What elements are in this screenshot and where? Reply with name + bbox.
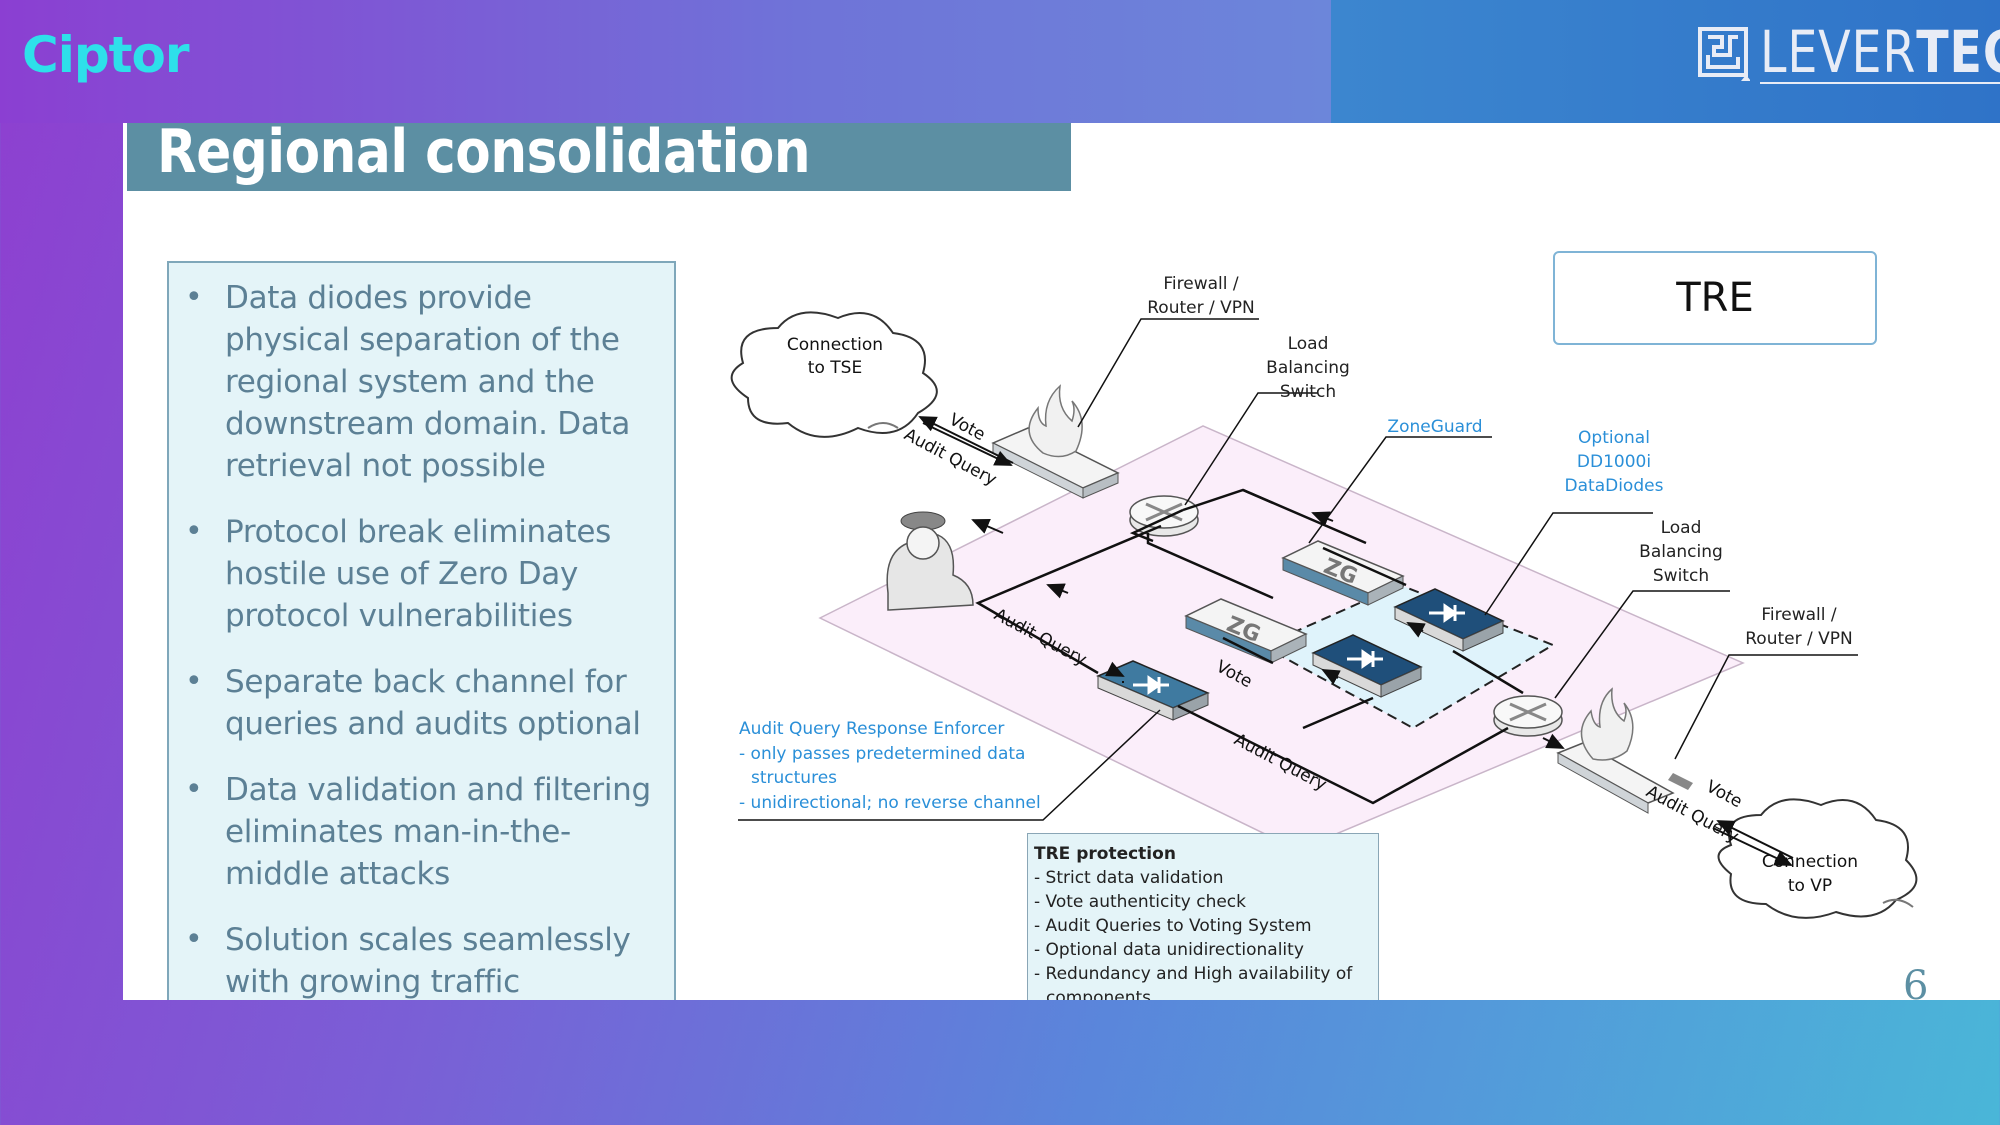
firewall-right-label-2: Router / VPN	[1745, 629, 1852, 649]
firewall-right-icon	[1556, 687, 1693, 814]
tre-protection-item: - Audit Queries to Voting System	[1034, 916, 1312, 936]
slide-title: Regional consolidation	[157, 123, 811, 187]
tre-protection-box: TRE protection - Strict data validation …	[1027, 833, 1379, 1000]
audit-query-label-top: Audit Query	[901, 425, 1000, 490]
tre-protection-heading: TRE protection	[1034, 844, 1176, 864]
tre-protection-item: components	[1046, 988, 1152, 1000]
callout-lines	[738, 318, 1858, 821]
zoneguard-label: ZoneGuard	[1387, 417, 1482, 437]
cloud-tse-icon	[730, 311, 938, 438]
enforcer-line-1: - only passes predetermined data	[739, 744, 1025, 764]
enforcer-line-3: - unidirectional; no reverse channel	[739, 793, 1041, 813]
cloud-vp-label-2: to VP	[1788, 876, 1832, 896]
audit-enforcer-device-icon	[1096, 660, 1210, 721]
firewall-top-label-2: Router / VPN	[1147, 298, 1254, 318]
bullet-item: Protocol break eliminates hostile use of…	[185, 511, 664, 637]
firewall-top-icon	[991, 384, 1120, 499]
levertech-bold: TECH	[1916, 18, 2000, 86]
lb-right-label-3: Switch	[1653, 566, 1709, 586]
optional-diodes-label-3: DataDiodes	[1565, 476, 1664, 496]
data-diode-2-icon	[1311, 634, 1423, 698]
cloud-tse-label: Connection	[787, 335, 883, 355]
optional-diodes-label: Optional	[1578, 428, 1650, 448]
cloud-vp-icon	[1717, 798, 1918, 919]
tre-protection-item: - Strict data validation	[1034, 868, 1224, 888]
optional-diodes-label-2: DD1000i	[1577, 452, 1651, 472]
title-bar: Regional consolidation	[127, 123, 1071, 191]
lb-top-label-2: Balancing	[1266, 358, 1350, 378]
tre-protection-item: - Optional data unidirectionality	[1034, 940, 1304, 960]
bullet-item: Data validation and filtering eliminates…	[185, 769, 664, 895]
flow-arrows	[918, 416, 1794, 866]
lb-top-label: Load	[1288, 334, 1329, 354]
data-diode-1-icon	[1393, 588, 1505, 652]
levertech-logo: LEVERTECH	[1698, 18, 2000, 88]
levertech-mark-icon	[1698, 27, 1750, 81]
page-number: 6	[1903, 963, 1929, 1000]
cloud-vp-label: Connection	[1762, 852, 1858, 872]
tre-label: TRE	[1553, 251, 1877, 345]
top-banner	[0, 0, 2000, 123]
top-banner-left	[0, 0, 1331, 123]
bullet-panel: Data diodes provide physical separation …	[167, 261, 676, 1000]
tre-protection-item: - Vote authenticity check	[1034, 892, 1247, 912]
levertech-light: LEVER	[1760, 18, 1917, 86]
lb-right-label: Load	[1661, 518, 1702, 538]
lb-top-label-3: Switch	[1280, 382, 1336, 402]
vote-label-right: Vote	[1703, 777, 1746, 812]
enforcer-title: Audit Query Response Enforcer	[739, 719, 1004, 739]
lb-right-label-2: Balancing	[1639, 542, 1723, 562]
operator-person-icon	[886, 511, 974, 611]
bullet-item: Data diodes provide physical separation …	[185, 277, 664, 487]
cloud-tse-label-2: to TSE	[808, 358, 862, 378]
top-banner-right	[1331, 0, 2000, 123]
ciptor-logo: Ciptor	[22, 26, 190, 84]
bullet-item: Separate back channel for queries and au…	[185, 661, 664, 745]
network-diagram: Connection to TSE Connection to VP	[730, 274, 1918, 919]
tre-protection-item: - Redundancy and High availability of	[1034, 964, 1353, 984]
firewall-top-label: Firewall /	[1163, 274, 1239, 294]
levertech-wordmark: LEVERTECH	[1760, 22, 2000, 84]
firewall-right-label: Firewall /	[1761, 605, 1837, 625]
bullet-item: Solution scales seamlessly with growing …	[185, 919, 664, 1000]
load-balancing-switch-right-icon	[1493, 695, 1563, 737]
slide: Regional consolidation Data diodes provi…	[123, 123, 2000, 1000]
zoneguard-device-1-icon: ZG	[1281, 540, 1405, 606]
enforcer-line-2: structures	[751, 768, 837, 788]
